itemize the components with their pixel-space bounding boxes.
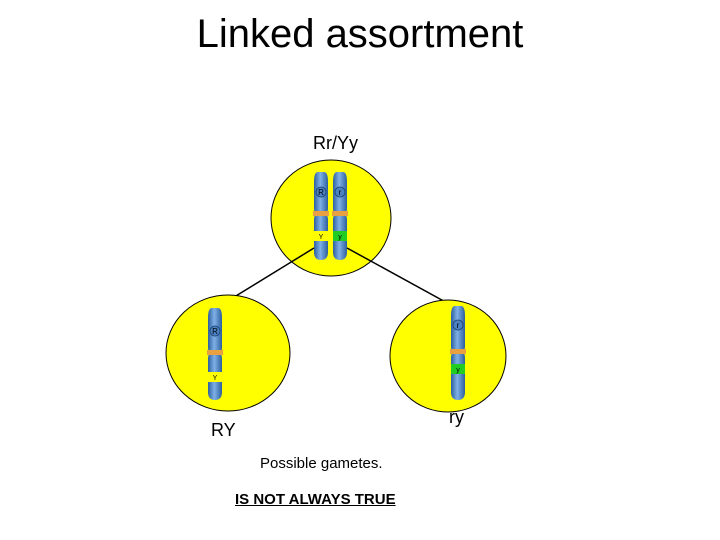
allele-band-y xyxy=(451,364,465,374)
allele-marker xyxy=(452,319,464,331)
allele-band-Y xyxy=(314,231,328,241)
allele-label: y xyxy=(338,234,342,241)
gamete-chromosome-RY: R Y xyxy=(207,308,223,400)
gamete-chromosome-ry: r y xyxy=(450,306,466,400)
gamete-label-ry: ry xyxy=(449,407,464,427)
gamete-cell-RY: R Y xyxy=(165,294,291,412)
arrow-to-gamete-ry xyxy=(346,247,461,311)
allele-marker xyxy=(334,186,346,198)
centromere xyxy=(450,349,466,354)
parent-cell: R Y r y xyxy=(270,159,392,277)
parent-chromosome-1: R Y xyxy=(313,172,329,260)
gamete-cell-ry: r y xyxy=(389,299,507,413)
caption: Possible gametes. xyxy=(260,455,383,472)
allele-label: Y xyxy=(213,375,218,382)
allele-band-y xyxy=(333,231,347,241)
allele-label: R xyxy=(318,188,324,197)
allele-label: y xyxy=(456,367,460,374)
allele-label: R xyxy=(212,327,218,336)
allele-marker xyxy=(209,325,221,337)
gamete-label-RY: RY xyxy=(211,420,236,440)
allele-label: r xyxy=(457,321,460,330)
parent-genotype-label: Rr/Yy xyxy=(313,133,358,153)
centromere xyxy=(332,211,348,216)
allele-label: Y xyxy=(319,234,324,241)
centromere xyxy=(313,211,329,216)
centromere xyxy=(207,350,223,355)
slide-title: Linked assortment xyxy=(196,12,524,56)
warning-note: IS NOT ALWAYS TRUE xyxy=(235,491,396,508)
parent-chromosome-2: r y xyxy=(332,172,348,260)
allele-band-Y xyxy=(208,372,222,382)
allele-label: r xyxy=(339,188,342,197)
allele-marker xyxy=(315,186,327,198)
